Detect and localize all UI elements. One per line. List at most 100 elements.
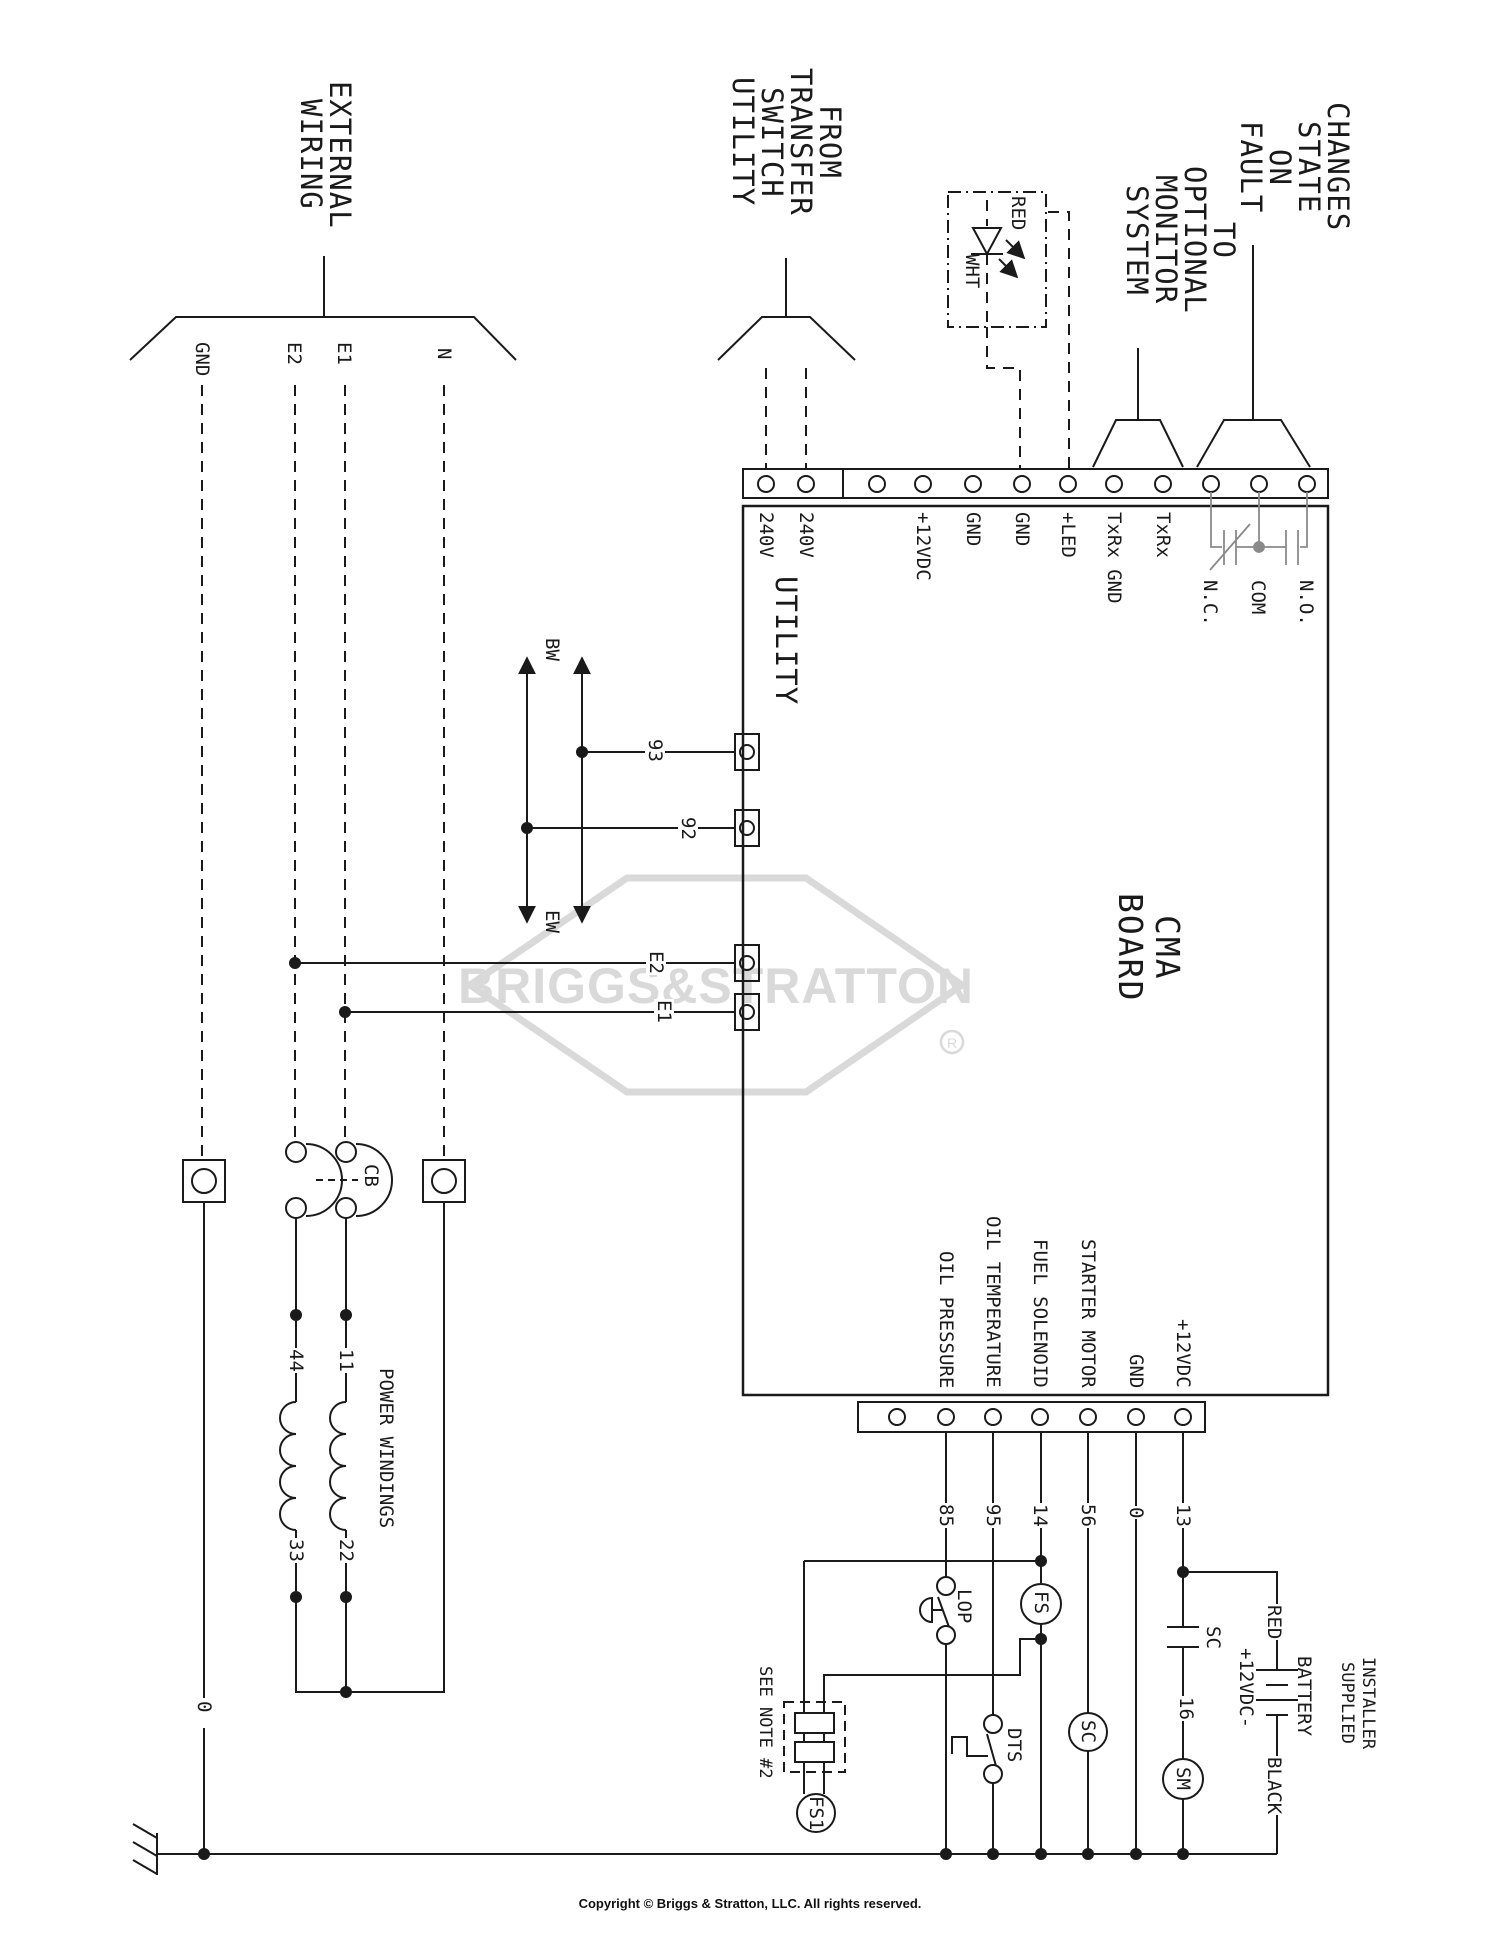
- lop-blade: [937, 1596, 950, 1628]
- bottom-label-gnd: GND: [1125, 1353, 1147, 1388]
- sm-label: SM: [1172, 1767, 1194, 1790]
- dts-label: DTS: [1003, 1728, 1025, 1763]
- wire-92-label: 92: [677, 816, 699, 841]
- bottom-label-starter-motor: STARTER MOTOR: [1077, 1239, 1099, 1388]
- briggs-stratton-watermark: BRIGGS&STRATTON R: [458, 874, 974, 1096]
- winding-neutral-tie: [295, 1202, 445, 1693]
- power-winding-coil-1: [279, 1401, 297, 1531]
- sc-contact-bars: [1167, 1626, 1199, 1648]
- power-windings-label: POWER WINDINGS: [375, 1368, 397, 1529]
- transfer-switch-bracket: [717, 258, 856, 361]
- ext-n-label: N: [433, 348, 455, 360]
- led-diode: [971, 227, 1003, 257]
- copyright-line: Copyright © Briggs & Stratton, LLC. All …: [578, 1896, 922, 1911]
- utility-label: UTILITY: [769, 576, 803, 706]
- terminal-label-led: +LED: [1057, 512, 1079, 558]
- wire-44-label: 44: [285, 1348, 307, 1373]
- led-ray-1: [1005, 239, 1026, 260]
- sc-coil-label: SC: [1077, 1720, 1099, 1743]
- led-ray-2: [998, 258, 1019, 279]
- fs-label: FS: [1030, 1591, 1052, 1614]
- fault-bracket: [1196, 245, 1311, 468]
- ext-zero-label: 0: [193, 1700, 215, 1714]
- wire-93-label: 93: [644, 738, 666, 763]
- terminal-label-gnd-1: GND: [962, 512, 984, 547]
- external-wiring-bracket: [129, 316, 517, 361]
- earth-ground-symbol: [132, 1823, 158, 1875]
- terminal-label-txrx-gnd: TxRx GND: [1103, 512, 1125, 604]
- top-strip-terminals: [757, 475, 1316, 493]
- wire-14-label: 14: [1029, 1503, 1051, 1528]
- sc-contact-label: SC: [1202, 1626, 1224, 1649]
- wire-11-label: 11: [335, 1348, 357, 1373]
- cma-board-outline: [741, 504, 1330, 1397]
- ext-e1-label: E1: [333, 342, 355, 365]
- led-wht-label: WHT: [961, 254, 983, 289]
- see-note-2-label: SEE NOTE #2: [755, 1666, 775, 1779]
- lop-label: LOP: [953, 1589, 975, 1624]
- bottom-label-fuel-solenoid: FUEL SOLENOID: [1029, 1239, 1051, 1388]
- bottom-strip-terminals: [888, 1408, 1192, 1426]
- bw-label: BW: [541, 638, 563, 661]
- wire-13-label: 13: [1172, 1503, 1194, 1528]
- terminal-label-com: COM: [1247, 580, 1269, 615]
- top-strip-main-block: [842, 468, 1329, 499]
- fs1-feed-return: [823, 1638, 1041, 1794]
- terminal-label-nc: N.C.: [1199, 580, 1221, 626]
- note2-box: [783, 1701, 846, 1773]
- cma-board-title: CMA BOARD: [1111, 893, 1187, 1003]
- watermark-text: BRIGGS&STRATTON: [458, 958, 974, 1014]
- terminal-label-no: N.O.: [1295, 580, 1317, 626]
- wire-16-label: 16: [1175, 1696, 1197, 1721]
- lop-actuator: [919, 1596, 933, 1624]
- fault-relay-contacts: [1209, 492, 1308, 571]
- wire-56-label: 56: [1077, 1503, 1099, 1528]
- battery-label: BATTERY: [1293, 1656, 1315, 1737]
- wire-e1-label: E1: [653, 999, 675, 1024]
- wire-85-label: 85: [935, 1503, 957, 1528]
- dts-blade: [986, 1733, 997, 1767]
- changes-state-title: CHANGES STATE ON FAULT: [1234, 102, 1355, 232]
- dts-thermal-symbol: [951, 1736, 988, 1757]
- wire-22-label: 22: [335, 1538, 357, 1563]
- battery-black-label: BLACK: [1263, 1756, 1285, 1816]
- wire-e2-label: E2: [645, 950, 667, 975]
- ext-gnd-label: GND: [191, 342, 213, 377]
- junction-dots: [198, 746, 1189, 1860]
- wire-95-label: 95: [982, 1503, 1004, 1528]
- watermark-reg: R: [947, 1035, 957, 1051]
- wire-33-label: 33: [285, 1538, 307, 1563]
- battery-red-label: RED: [1263, 1604, 1285, 1641]
- bottom-label-oil-pressure: OIL PRESSURE: [935, 1250, 957, 1388]
- terminal-label-gnd-2: GND: [1011, 512, 1033, 547]
- terminal-label-240v-1: 240V: [755, 512, 777, 558]
- external-wiring-title: EXTERNAL WIRING: [294, 80, 357, 229]
- terminal-label-12vdc: +12VDC: [912, 512, 934, 581]
- ext-e2-label: E2: [283, 342, 305, 365]
- sm-circle: [1162, 1758, 1204, 1800]
- monitor-bracket: [1092, 348, 1184, 468]
- ew-label: EW: [541, 910, 563, 933]
- from-transfer-switch-title: FROM TRANSFER SWITCH UTILITY: [726, 68, 847, 216]
- fs1-label: FS1: [805, 1796, 827, 1831]
- sc-coil-circle: [1068, 1712, 1108, 1752]
- to-optional-monitor-title: TO OPTIONAL MONITOR SYSTEM: [1120, 166, 1241, 314]
- bottom-label-12vdc: +12VDC: [1172, 1319, 1194, 1388]
- n-terminal-box: [422, 1159, 466, 1203]
- battery-voltage-label: +12VDC-: [1235, 1648, 1257, 1729]
- bottom-label-oil-temperature: OIL TEMPERATURE: [982, 1216, 1004, 1388]
- installer-supplied-label: INSTALLER SUPPLIED: [1337, 1656, 1378, 1750]
- led-module-box: [947, 191, 1047, 328]
- wire-0-label: 0: [1125, 1506, 1147, 1520]
- gnd-terminal-box: [182, 1159, 226, 1203]
- power-winding-coil-2: [329, 1401, 347, 1531]
- cb-label: CB: [360, 1164, 382, 1187]
- fs1-circle: [796, 1793, 836, 1833]
- battery-plates: [1256, 1669, 1298, 1716]
- led-red-label: RED: [1007, 196, 1029, 231]
- cb-contacts: [285, 1141, 393, 1219]
- bottom-strip-block: [857, 1401, 1206, 1433]
- terminal-label-txrx: TxRx: [1152, 512, 1174, 558]
